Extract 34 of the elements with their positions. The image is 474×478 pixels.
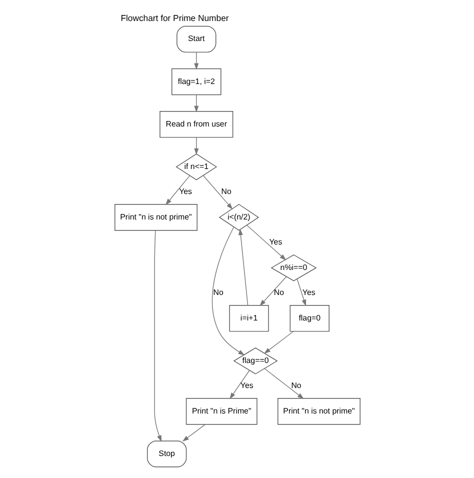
arrow: [194, 94, 198, 112]
arrow: [263, 331, 294, 354]
edge-label: Yes: [178, 187, 192, 196]
arrow: [194, 137, 198, 155]
edge-label: No: [212, 288, 223, 298]
node-box: Print "n is not prime": [277, 398, 360, 425]
edge-label: Yes: [240, 381, 253, 390]
edge-label: Yes: [268, 238, 282, 247]
arrow: [211, 226, 244, 356]
arrow: [296, 278, 306, 306]
node-box: Start: [176, 26, 216, 53]
arrow: [259, 276, 286, 306]
arrow: [182, 424, 206, 442]
node-box: flag=0: [289, 305, 329, 332]
arrow: [154, 230, 161, 442]
arrow: [246, 224, 286, 260]
node-box: Print "n is not prime": [114, 204, 197, 231]
arrow: [164, 175, 190, 206]
node-box: Read n from user: [159, 110, 233, 138]
edge-label: Yes: [302, 288, 315, 298]
arrow: [202, 175, 232, 210]
edge-label: No: [273, 288, 284, 298]
arrow: [229, 370, 250, 400]
edge-label: No: [220, 187, 231, 196]
node-box: Print "n is Prime": [185, 398, 257, 425]
node-box: Stop: [146, 440, 186, 468]
arrow: [238, 228, 248, 306]
node-box: i=i+1: [228, 305, 268, 332]
node-box: flag=1, i=2: [171, 68, 221, 96]
edge-label: No: [290, 381, 301, 390]
arrow: [194, 52, 198, 70]
node-diamond: if n<=1: [175, 153, 217, 180]
diagram-title: Flowchart for Prime Number: [120, 12, 228, 23]
arrow: [264, 368, 304, 399]
